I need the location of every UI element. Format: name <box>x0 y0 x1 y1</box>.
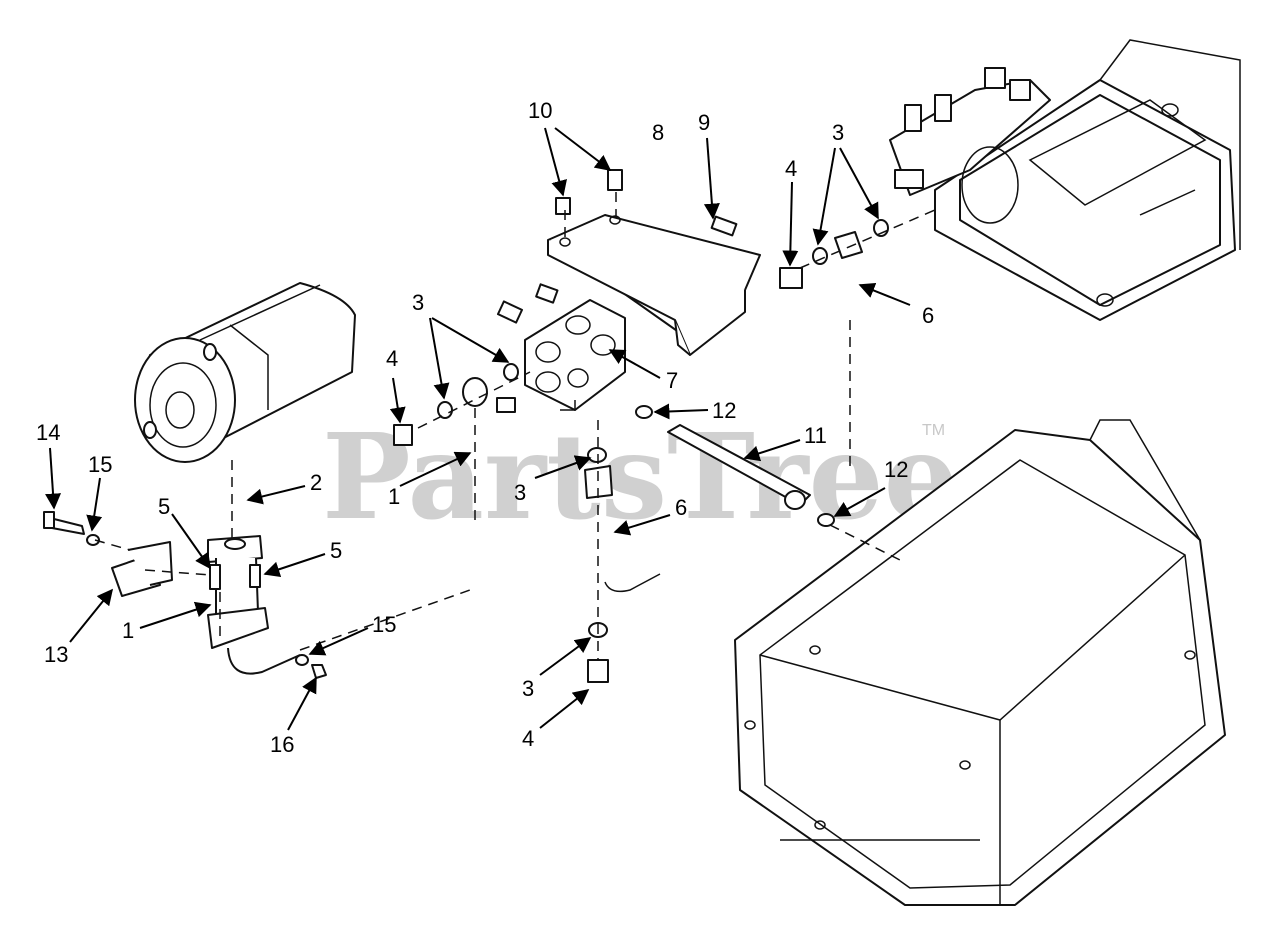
callout-5: 5 <box>330 538 342 563</box>
callout-4: 4 <box>522 726 534 751</box>
bolt-5-left <box>209 564 221 590</box>
transmission-housing <box>934 39 1241 321</box>
callout-10: 10 <box>528 98 552 123</box>
leader-lines <box>45 127 911 731</box>
callout-14: 14 <box>36 420 60 445</box>
bolt-14 <box>43 511 85 535</box>
mounting-plate <box>547 214 761 356</box>
pump-bracket <box>207 535 301 675</box>
callout-13: 13 <box>44 642 68 667</box>
bracket-13 <box>111 541 173 597</box>
hose-lower <box>604 573 661 593</box>
callout-12: 12 <box>884 457 908 482</box>
callout-4: 4 <box>386 346 398 371</box>
callout-4: 4 <box>785 156 797 181</box>
watermark-text: PartsTree <box>322 407 959 546</box>
callout-11: 11 <box>804 423 827 448</box>
callout-1: 1 <box>122 618 134 643</box>
callout-3: 3 <box>412 290 424 315</box>
sleeve-6-center <box>584 465 613 499</box>
plug-4-left <box>393 424 413 446</box>
callout-2: 2 <box>310 470 322 495</box>
bolt-5-right <box>249 564 261 588</box>
fitting-left <box>496 300 524 324</box>
watermark-tm: TM <box>922 422 945 439</box>
callout-6: 6 <box>922 303 934 328</box>
callout-3: 3 <box>514 480 526 505</box>
callout-9: 9 <box>698 110 710 135</box>
nut-16 <box>311 664 327 679</box>
callout-5: 5 <box>158 494 170 519</box>
callout-3: 3 <box>522 676 534 701</box>
callout-3: 3 <box>832 120 844 145</box>
callout-15: 15 <box>372 612 396 637</box>
tube-11 <box>667 424 811 510</box>
callouts: 10 8 9 4 3 6 3 7 4 12 11 14 15 2 1 3 12 … <box>36 98 934 757</box>
screw-9 <box>710 215 738 237</box>
oring-3-left <box>437 401 453 419</box>
callout-15: 15 <box>88 452 112 477</box>
oring-3-center <box>587 447 607 463</box>
oring-3-right <box>812 247 828 265</box>
callout-6: 6 <box>675 495 687 520</box>
sleeve-6-right <box>834 231 863 259</box>
oring-3-left2 <box>503 363 519 381</box>
oring-12-upper <box>635 405 653 419</box>
callout-12: 12 <box>712 398 736 423</box>
transaxle-housing <box>734 419 1226 906</box>
callout-16: 16 <box>270 732 294 757</box>
screw-10-b <box>607 169 623 191</box>
valve-block <box>524 299 626 411</box>
assembly-lines <box>94 192 936 660</box>
callout-8: 8 <box>652 120 664 145</box>
callout-7: 7 <box>666 368 678 393</box>
control-valve-top <box>889 67 1051 224</box>
plug-4-right <box>779 267 803 289</box>
plug-4-bottom <box>587 659 609 683</box>
screw-10-a <box>555 197 571 215</box>
callout-1: 1 <box>388 484 400 509</box>
hydraulic-pump <box>134 282 356 463</box>
oring-12-lower <box>817 513 835 527</box>
sleeve-1-upper <box>462 377 488 407</box>
washer-15-top <box>86 534 100 546</box>
fitting-top <box>535 283 559 304</box>
washer-15-bottom <box>295 654 309 666</box>
fitting-low <box>496 397 516 413</box>
